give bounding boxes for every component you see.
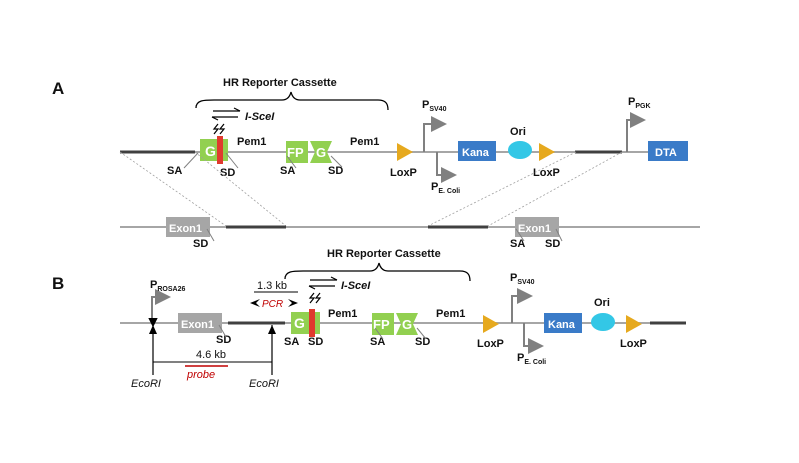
sd-exon-b: SD: [216, 334, 231, 346]
sv40-promoter-arrow: [423, 116, 447, 152]
ori-label-b: Ori: [594, 297, 610, 309]
gfp-3-box: [310, 141, 332, 163]
gfp-fp-label-b: FP: [373, 317, 390, 332]
ecori-left-label: EcoRI: [131, 378, 161, 390]
kana-label: Kana: [462, 147, 490, 159]
gfp-3-label-b: G: [402, 317, 412, 332]
sd-label-b2: SD: [415, 336, 430, 348]
sd-label-b1: SD: [308, 336, 323, 348]
isce1-cut-icon: [212, 123, 226, 135]
ecoli-promoter-arrow-b: [523, 323, 544, 354]
isce1-cut-icon-b: [308, 292, 322, 304]
pem1-label-b-left: Pem1: [328, 308, 357, 320]
panel-b-cassette-title: HR Reporter Cassette: [327, 248, 441, 260]
kana-box: [458, 141, 496, 161]
p-ecoli-label: PE. Coli: [431, 181, 460, 195]
pcr-primer-fwd-icon: [250, 299, 260, 307]
loxp-1-icon: [397, 143, 413, 161]
probe-label: probe: [186, 369, 215, 381]
sv40-promoter-arrow-b: [511, 288, 533, 323]
sd-locus-right: SD: [545, 238, 560, 250]
exon1-right-box: [515, 217, 559, 237]
pem1-label-right: Pem1: [350, 136, 379, 148]
dta-box: [648, 141, 688, 161]
sa-locus-right: SA: [510, 238, 525, 250]
isce1-label-b: I-SceI: [341, 280, 371, 292]
ori-label: Ori: [510, 126, 526, 138]
dta-label: DTA: [655, 147, 677, 159]
p-sv40-label-b: PSV40: [510, 272, 535, 286]
pcr-primer-rev-icon: [288, 299, 298, 307]
p-pgk-label: PPGK: [628, 96, 651, 110]
pgk-promoter-arrow: [626, 112, 646, 152]
panel-b: B HR Reporter Cassette I-SceI 1.3 kb PCR…: [52, 248, 686, 390]
pem1-label-b-right: Pem1: [436, 308, 465, 320]
panel-b-letter: B: [52, 274, 64, 293]
sd-label-1: SD: [220, 167, 235, 179]
sa-label-1: SA: [167, 165, 182, 177]
sa-label-b2: SA: [370, 336, 385, 348]
ecori-right-label: EcoRI: [249, 378, 279, 390]
kana-label-b: Kana: [548, 319, 576, 331]
p-ecoli-label-b: PE. Coli: [517, 352, 546, 366]
gfp-fp-box: [286, 141, 308, 163]
loxp-label-2: LoxP: [533, 167, 560, 179]
cassette-brace-b: [284, 262, 471, 282]
gfp-5-box: [200, 139, 222, 161]
isce1-site-b: [309, 309, 315, 337]
sa-label-2: SA: [280, 165, 295, 177]
rosa26-promoter-arrow: [151, 289, 171, 323]
pcr-size-label: 1.3 kb: [257, 280, 287, 292]
ori-icon: [508, 141, 532, 159]
sd-label-2: SD: [328, 165, 343, 177]
sd-locus-left: SD: [193, 238, 208, 250]
gfp-3-box-b: [396, 313, 418, 335]
loxp-2-icon: [539, 143, 555, 161]
isce1-site: [217, 136, 223, 164]
panel-a-cassette-title: HR Reporter Cassette: [223, 77, 337, 89]
gfp-3-label: G: [316, 145, 326, 160]
ecori-left-arrow-icon: [149, 325, 157, 334]
gfp-5-label-b: G: [294, 315, 305, 331]
loxp-label-1: LoxP: [390, 167, 417, 179]
cassette-brace: [195, 91, 389, 111]
loxp-label-b1: LoxP: [477, 338, 504, 350]
kana-box-b: [544, 313, 582, 333]
loxp-2-icon-b: [626, 315, 642, 333]
p-rosa26-label: PROSA26: [150, 279, 185, 293]
pem1-label-left: Pem1: [237, 136, 266, 148]
gfp-fp-box-b: [372, 313, 394, 335]
loxp-1-icon-b: [483, 315, 499, 333]
crossover-lines: [119, 151, 623, 227]
southern-size-label: 4.6 kb: [196, 349, 226, 361]
sa-label-b1: SA: [284, 336, 299, 348]
loxp-label-b2: LoxP: [620, 338, 647, 350]
ori-icon-b: [591, 313, 615, 331]
gfp-5-label: G: [205, 143, 216, 159]
pcr-label: PCR: [262, 299, 283, 310]
exon1-left-label: Exon1: [169, 223, 202, 235]
gfp-fp-label: FP: [287, 145, 304, 160]
panel-a: A HR Reporter Cassette I-SceI G SA SD Pe…: [52, 77, 700, 250]
exon1-label-b: Exon1: [181, 319, 214, 331]
ecoli-promoter-arrow: [436, 152, 457, 183]
panel-a-letter: A: [52, 79, 64, 98]
gfp-5-box-b: [291, 312, 309, 334]
ecori-right-arrow-icon: [268, 325, 276, 334]
p-sv40-label: PSV40: [422, 99, 447, 113]
exon1-left-box: [166, 217, 210, 237]
isce1-label: I-SceI: [245, 111, 275, 123]
exon1-right-label: Exon1: [518, 223, 551, 235]
exon1-box-b: [178, 313, 222, 333]
